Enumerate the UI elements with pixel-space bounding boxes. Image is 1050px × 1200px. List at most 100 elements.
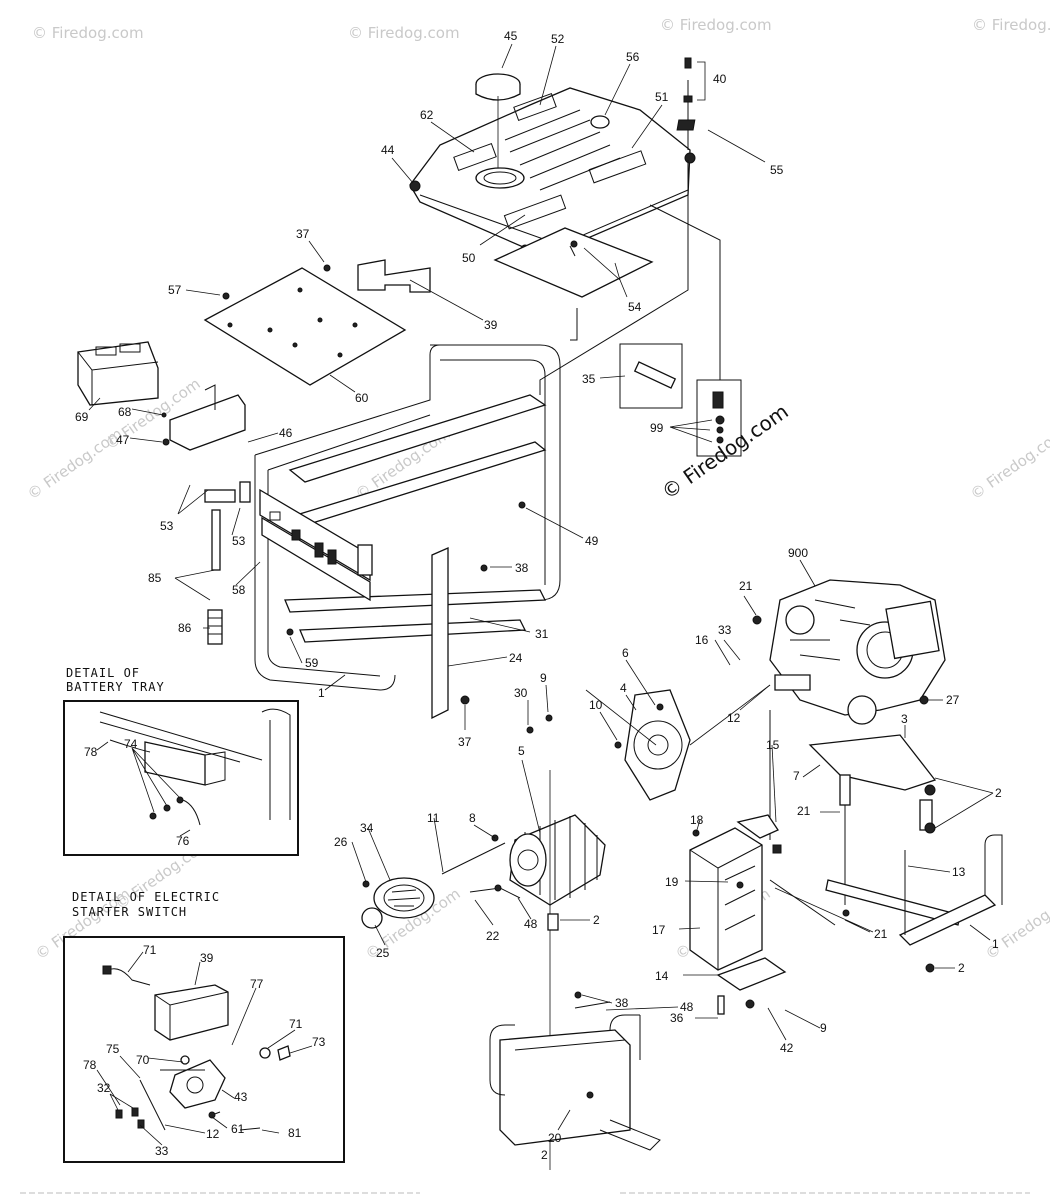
fuel-tank-assembly: [409, 57, 721, 395]
callout-label: 4: [620, 681, 627, 695]
callout-label: 68: [118, 405, 132, 419]
callout-label: 39: [484, 318, 498, 332]
callout-label: 40: [713, 72, 727, 86]
detail-title: DETAIL OF ELECTRIC: [72, 890, 220, 904]
callout-label: 78: [84, 745, 98, 759]
watermark: © Firedog.com: [967, 425, 1050, 504]
callout-label: 56: [626, 50, 640, 64]
callout-label: 81: [288, 1126, 302, 1140]
callout-label: 30: [514, 686, 528, 700]
callout-label: 50: [462, 251, 476, 265]
callout-label: 60: [355, 391, 369, 405]
callout-label: 71: [289, 1017, 303, 1031]
callout-label: 25: [376, 946, 390, 960]
callout-label: 32: [97, 1081, 111, 1095]
watermark-center: © Firedog.com: [657, 399, 793, 504]
callout-label: 11: [427, 811, 440, 825]
callout-label: 17: [652, 923, 666, 937]
callout-label: 21: [874, 927, 888, 941]
watermark: © Firedog.com: [972, 16, 1050, 34]
callout-label: 77: [250, 977, 264, 991]
callout-label: 78: [83, 1058, 97, 1072]
callout-labels: 45 52 56 40 62 51 44 55 50 54 37 57 39 6…: [75, 29, 1002, 1162]
callout-label: 85: [148, 571, 162, 585]
callout-label: 3: [901, 712, 908, 726]
watermark: © Firedog.com: [660, 16, 772, 34]
callout-label: 55: [770, 163, 784, 177]
callout-label: 24: [509, 651, 523, 665]
callout-label: 42: [780, 1041, 794, 1055]
callout-label: 86: [178, 621, 192, 635]
callout-label: 35: [582, 372, 596, 386]
callout-label: 8: [469, 811, 476, 825]
callout-label: 59: [305, 656, 319, 670]
callout-label: 48: [524, 917, 538, 931]
callout-label: 1: [318, 686, 325, 700]
callout-label: 38: [615, 996, 629, 1010]
callout-label: 9: [820, 1021, 827, 1035]
callout-label: 47: [116, 433, 130, 447]
callout-label: 2: [958, 961, 965, 975]
callout-label: 57: [168, 283, 182, 297]
callout-label: 37: [458, 735, 472, 749]
callout-label: 73: [312, 1035, 326, 1049]
callout-label: 13: [952, 865, 966, 879]
callout-label: 75: [106, 1042, 120, 1056]
callout-label: 38: [515, 561, 529, 575]
callout-label: 900: [788, 546, 808, 560]
alternator-assembly: [361, 684, 771, 1170]
callout-label: 12: [206, 1127, 220, 1141]
callout-label: 26: [334, 835, 348, 849]
detail-title: BATTERY TRAY: [66, 680, 165, 694]
callout-label: 45: [504, 29, 518, 43]
callout-label: 44: [381, 143, 395, 157]
callout-label: 76: [176, 834, 190, 848]
callout-label: 14: [655, 969, 669, 983]
callout-label: 39: [200, 951, 214, 965]
callout-label: 99: [650, 421, 664, 435]
muffler-assembly: [689, 814, 787, 1015]
callout-label: 62: [420, 108, 434, 122]
engine-assembly: [752, 579, 946, 905]
callout-label: 2: [541, 1148, 548, 1162]
callout-label: 21: [739, 579, 753, 593]
watermark: © Firedog.com: [32, 24, 144, 42]
callout-label: 69: [75, 410, 89, 424]
callout-label: 16: [695, 633, 709, 647]
callout-label: 18: [690, 813, 704, 827]
leader-lines: [88, 43, 994, 1146]
callout-label: 53: [232, 534, 246, 548]
callout-label: 21: [797, 804, 811, 818]
callout-label: 7: [793, 769, 800, 783]
callout-label: 10: [589, 698, 603, 712]
battery-tray-assembly: [77, 259, 431, 451]
callout-label: 31: [535, 627, 549, 641]
callout-label: 43: [234, 1090, 248, 1104]
cradle-assembly: [489, 834, 1003, 1151]
callout-label: 2: [995, 786, 1002, 800]
frame-assembly: [204, 264, 561, 720]
callout-label: 33: [155, 1144, 169, 1158]
callout-label: 53: [160, 519, 174, 533]
callout-label: 19: [665, 875, 679, 889]
detail-title: STARTER SWITCH: [72, 905, 187, 919]
callout-label: 71: [143, 943, 157, 957]
callout-label: 5: [518, 744, 525, 758]
callout-label: 74: [124, 737, 138, 751]
callout-label: 46: [279, 426, 293, 440]
callout-label: 37: [296, 227, 310, 241]
callout-label: 12: [727, 711, 741, 725]
callout-label: 36: [670, 1011, 684, 1025]
watermark: © Firedog.com: [982, 885, 1050, 964]
watermark: © Firedog.com: [348, 24, 460, 42]
callout-label: 54: [628, 300, 642, 314]
callout-label: 20: [548, 1131, 562, 1145]
callout-label: 15: [766, 738, 780, 752]
detail-starter-switch: DETAIL OF ELECTRIC STARTER SWITCH: [63, 890, 345, 1163]
callout-label: 33: [718, 623, 732, 637]
detail-title: DETAIL OF: [66, 666, 140, 680]
callout-label: 51: [655, 90, 669, 104]
detail-battery-tray: DETAIL OF BATTERY TRAY: [63, 666, 299, 856]
callout-label: 48: [680, 1000, 694, 1014]
